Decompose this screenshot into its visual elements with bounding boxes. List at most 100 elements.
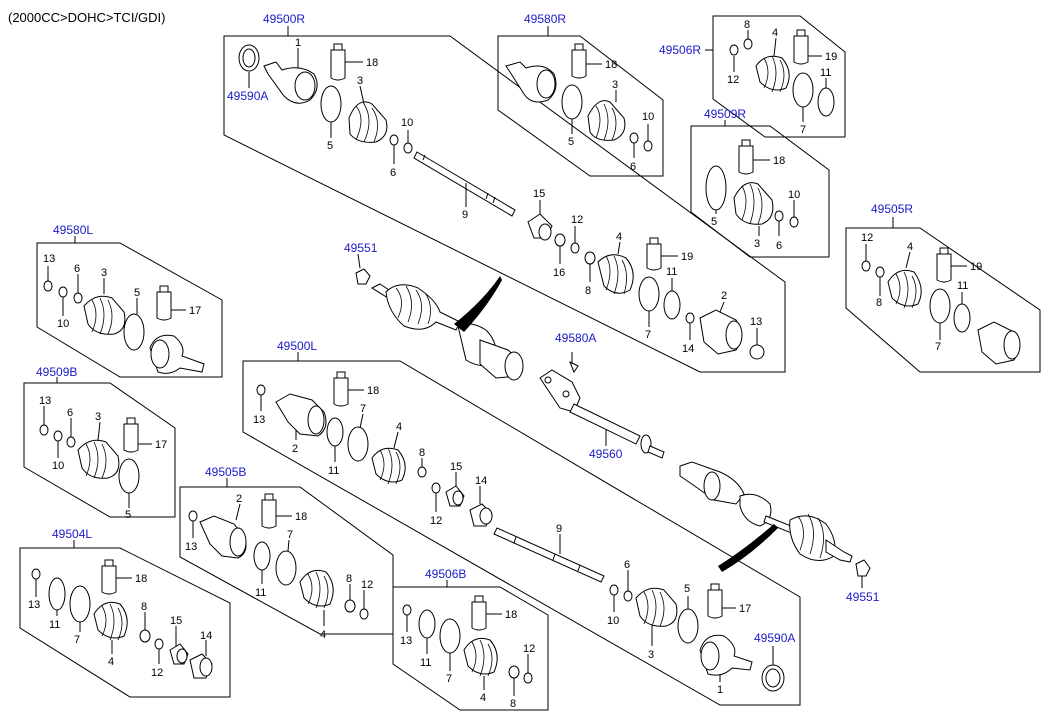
part-clip-12[interactable] [154,638,164,650]
part-ring-13[interactable] [188,510,198,522]
part-band-5[interactable] [561,84,583,120]
part-boot-4[interactable] [93,601,128,639]
part-ring-13[interactable] [749,344,765,360]
part-band-5[interactable] [705,165,727,211]
part-band-5[interactable] [123,313,145,351]
part-grease-18[interactable] [471,601,487,631]
part-clip-12[interactable] [431,482,441,494]
part-grease-17[interactable] [123,423,139,453]
part-band-7[interactable] [929,288,951,324]
part-band-7[interactable] [69,585,91,623]
part-band-8[interactable] [344,599,356,613]
part-grease-19[interactable] [646,243,662,271]
part-boot-3[interactable] [635,587,678,627]
part-band-8[interactable] [417,466,427,478]
ref-49580R[interactable]: 49580R [524,12,566,26]
upper-shaft-assembly[interactable] [355,253,524,381]
part-ring-10[interactable] [58,286,68,298]
part-grease-18[interactable] [571,49,587,79]
ref-49500L[interactable]: 49500L [277,339,317,353]
part-band-6[interactable] [66,436,76,448]
part-boot-3[interactable] [587,100,626,141]
part-band-6[interactable] [774,210,784,222]
part-clip-12[interactable] [861,260,871,272]
ref-49505B[interactable]: 49505B [205,465,246,479]
part-clip-16[interactable] [554,233,566,247]
ref-49506B[interactable]: 49506B [425,567,466,581]
ref-49500R[interactable]: 49500R [263,12,305,26]
ref-49505R[interactable]: 49505R [871,202,913,216]
part-ring-10[interactable] [643,140,653,152]
part-ring-13[interactable] [43,280,53,292]
part-shaft-9[interactable] [493,527,605,583]
part-band-11[interactable] [663,290,681,320]
part-grease-19[interactable] [936,253,952,283]
ref-49560[interactable]: 49560 [589,447,623,461]
part-band-8[interactable] [584,251,596,265]
part-ring-13[interactable] [31,568,41,580]
part-band-8[interactable] [139,629,151,643]
part-ring-10[interactable] [53,430,63,442]
part-boot-3[interactable] [77,439,120,479]
part-boot-3[interactable] [733,182,774,225]
part-band-11[interactable] [253,541,271,571]
part-ring-14[interactable] [685,312,695,324]
ref-49504L[interactable]: 49504L [52,527,92,541]
part-band-8[interactable] [508,665,520,679]
part-band-6[interactable] [73,292,83,304]
part-band-7[interactable] [275,550,297,586]
part-band-11[interactable] [953,303,971,333]
part-band-5[interactable] [677,608,699,644]
part-band-7[interactable] [792,72,814,108]
part-boot-4[interactable] [371,447,406,483]
part-band-6[interactable] [629,132,639,144]
part-boot-4[interactable] [755,55,790,91]
part-ring-13[interactable] [39,424,49,436]
part-band-11[interactable] [817,87,835,117]
part-clip-12[interactable] [570,242,580,254]
part-grease-18[interactable] [101,565,117,595]
part-band-8[interactable] [743,38,753,50]
part-band-11[interactable] [418,609,436,639]
part-clip-12[interactable] [523,672,533,684]
part-band-8[interactable] [875,266,885,278]
ref-49509R[interactable]: 49509R [704,107,746,121]
part-ring-10[interactable] [789,216,799,228]
part-band-11[interactable] [48,577,66,611]
lower-shaft-assembly[interactable] [679,461,871,588]
ref-49580A[interactable]: 49580A [555,331,596,345]
part-boot-4[interactable] [887,269,922,307]
part-band-7[interactable] [347,426,369,462]
part-band-6[interactable] [623,590,633,602]
ref-49509B[interactable]: 49509B [36,365,77,379]
part-grease-17[interactable] [707,589,723,619]
bolt-49580A[interactable] [569,360,579,374]
part-ring-10[interactable] [609,584,619,596]
ref-49590A-bottom[interactable]: 49590A [754,631,795,645]
part-boot-4[interactable] [463,637,498,675]
part-grease-17[interactable] [156,291,172,321]
part-grease-18[interactable] [333,377,349,407]
part-shaft-9[interactable] [413,151,516,217]
nut-49551-top[interactable] [355,268,371,285]
part-clip-12[interactable] [729,44,739,56]
part-band-6[interactable] [389,134,399,146]
part-grease-19[interactable] [793,35,809,65]
part-ring-13[interactable] [402,604,412,616]
part-boot-4[interactable] [299,569,334,607]
ref-49506R[interactable]: 49506R [659,43,701,57]
part-band-7[interactable] [638,276,660,312]
ref-49551-top[interactable]: 49551 [344,241,378,255]
ref-49551-bottom[interactable]: 49551 [846,590,880,604]
intermediate-shaft-49560[interactable] [539,352,665,459]
part-band-7[interactable] [439,618,461,654]
part-ring-10[interactable] [403,142,413,154]
part-boot-3[interactable] [83,295,126,335]
part-band-11[interactable] [326,417,344,447]
nut-49551-bottom[interactable] [855,559,871,577]
part-grease-18[interactable] [738,145,754,175]
ref-49580L[interactable]: 49580L [53,223,93,237]
part-clip-12[interactable] [359,608,369,620]
part-grease-18[interactable] [261,499,277,529]
part-band-5[interactable] [118,458,140,494]
